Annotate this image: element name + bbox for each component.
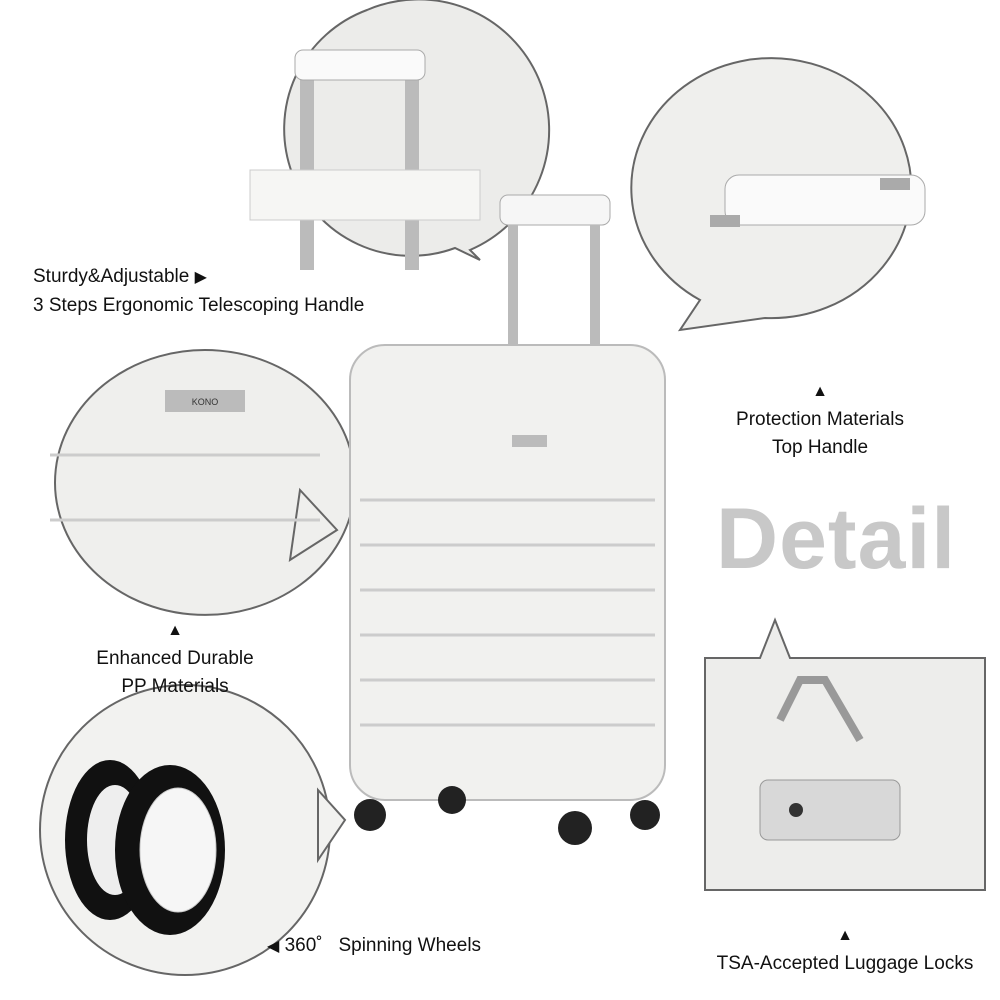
top-handle-caption-line2: Top Handle (771, 437, 869, 458)
arrow-up-icon: ▲ (837, 927, 853, 944)
wheels-detail-bubble (39, 684, 347, 976)
lock-caption-text: TSA-Accepted Luggage Locks (716, 953, 974, 974)
brand-plate: KONO (192, 397, 219, 407)
wheels-caption-text: 360˚ Spinning Wheels (284, 935, 482, 956)
materials-caption-line2: PP Materials (121, 676, 229, 697)
handle-caption-line2: 3 Steps Ergonomic Telescoping Handle (33, 295, 365, 316)
suitcase (349, 194, 666, 845)
handle-caption-line1: Sturdy&Adjustable (33, 266, 190, 287)
wheels-caption: ◀ 360˚ Spinning Wheels (267, 932, 481, 961)
handle-detail-bubble (249, 0, 551, 270)
arrow-up-icon: ▲ (812, 383, 828, 400)
top-handle-caption-line1: Protection Materials (736, 409, 904, 430)
lock-detail-bubble (704, 617, 986, 891)
materials-caption: ▲ Enhanced Durable PP Materials (55, 617, 295, 701)
materials-detail-bubble: KONO (50, 349, 357, 616)
arrow-left-icon: ◀ (267, 938, 280, 955)
arrow-up-icon: ▲ (167, 622, 183, 639)
top-handle-detail-bubble (630, 57, 926, 332)
arrow-right-icon: ▶ (194, 269, 207, 286)
materials-caption-line1: Enhanced Durable (96, 648, 254, 669)
lock-caption: ▲ TSA-Accepted Luggage Locks (690, 922, 1000, 978)
top-handle-caption: ▲ Protection Materials Top Handle (700, 378, 940, 462)
handle-caption: Sturdy&Adjustable ▶ 3 Steps Ergonomic Te… (33, 263, 364, 320)
detail-heading: Detail (716, 491, 957, 587)
